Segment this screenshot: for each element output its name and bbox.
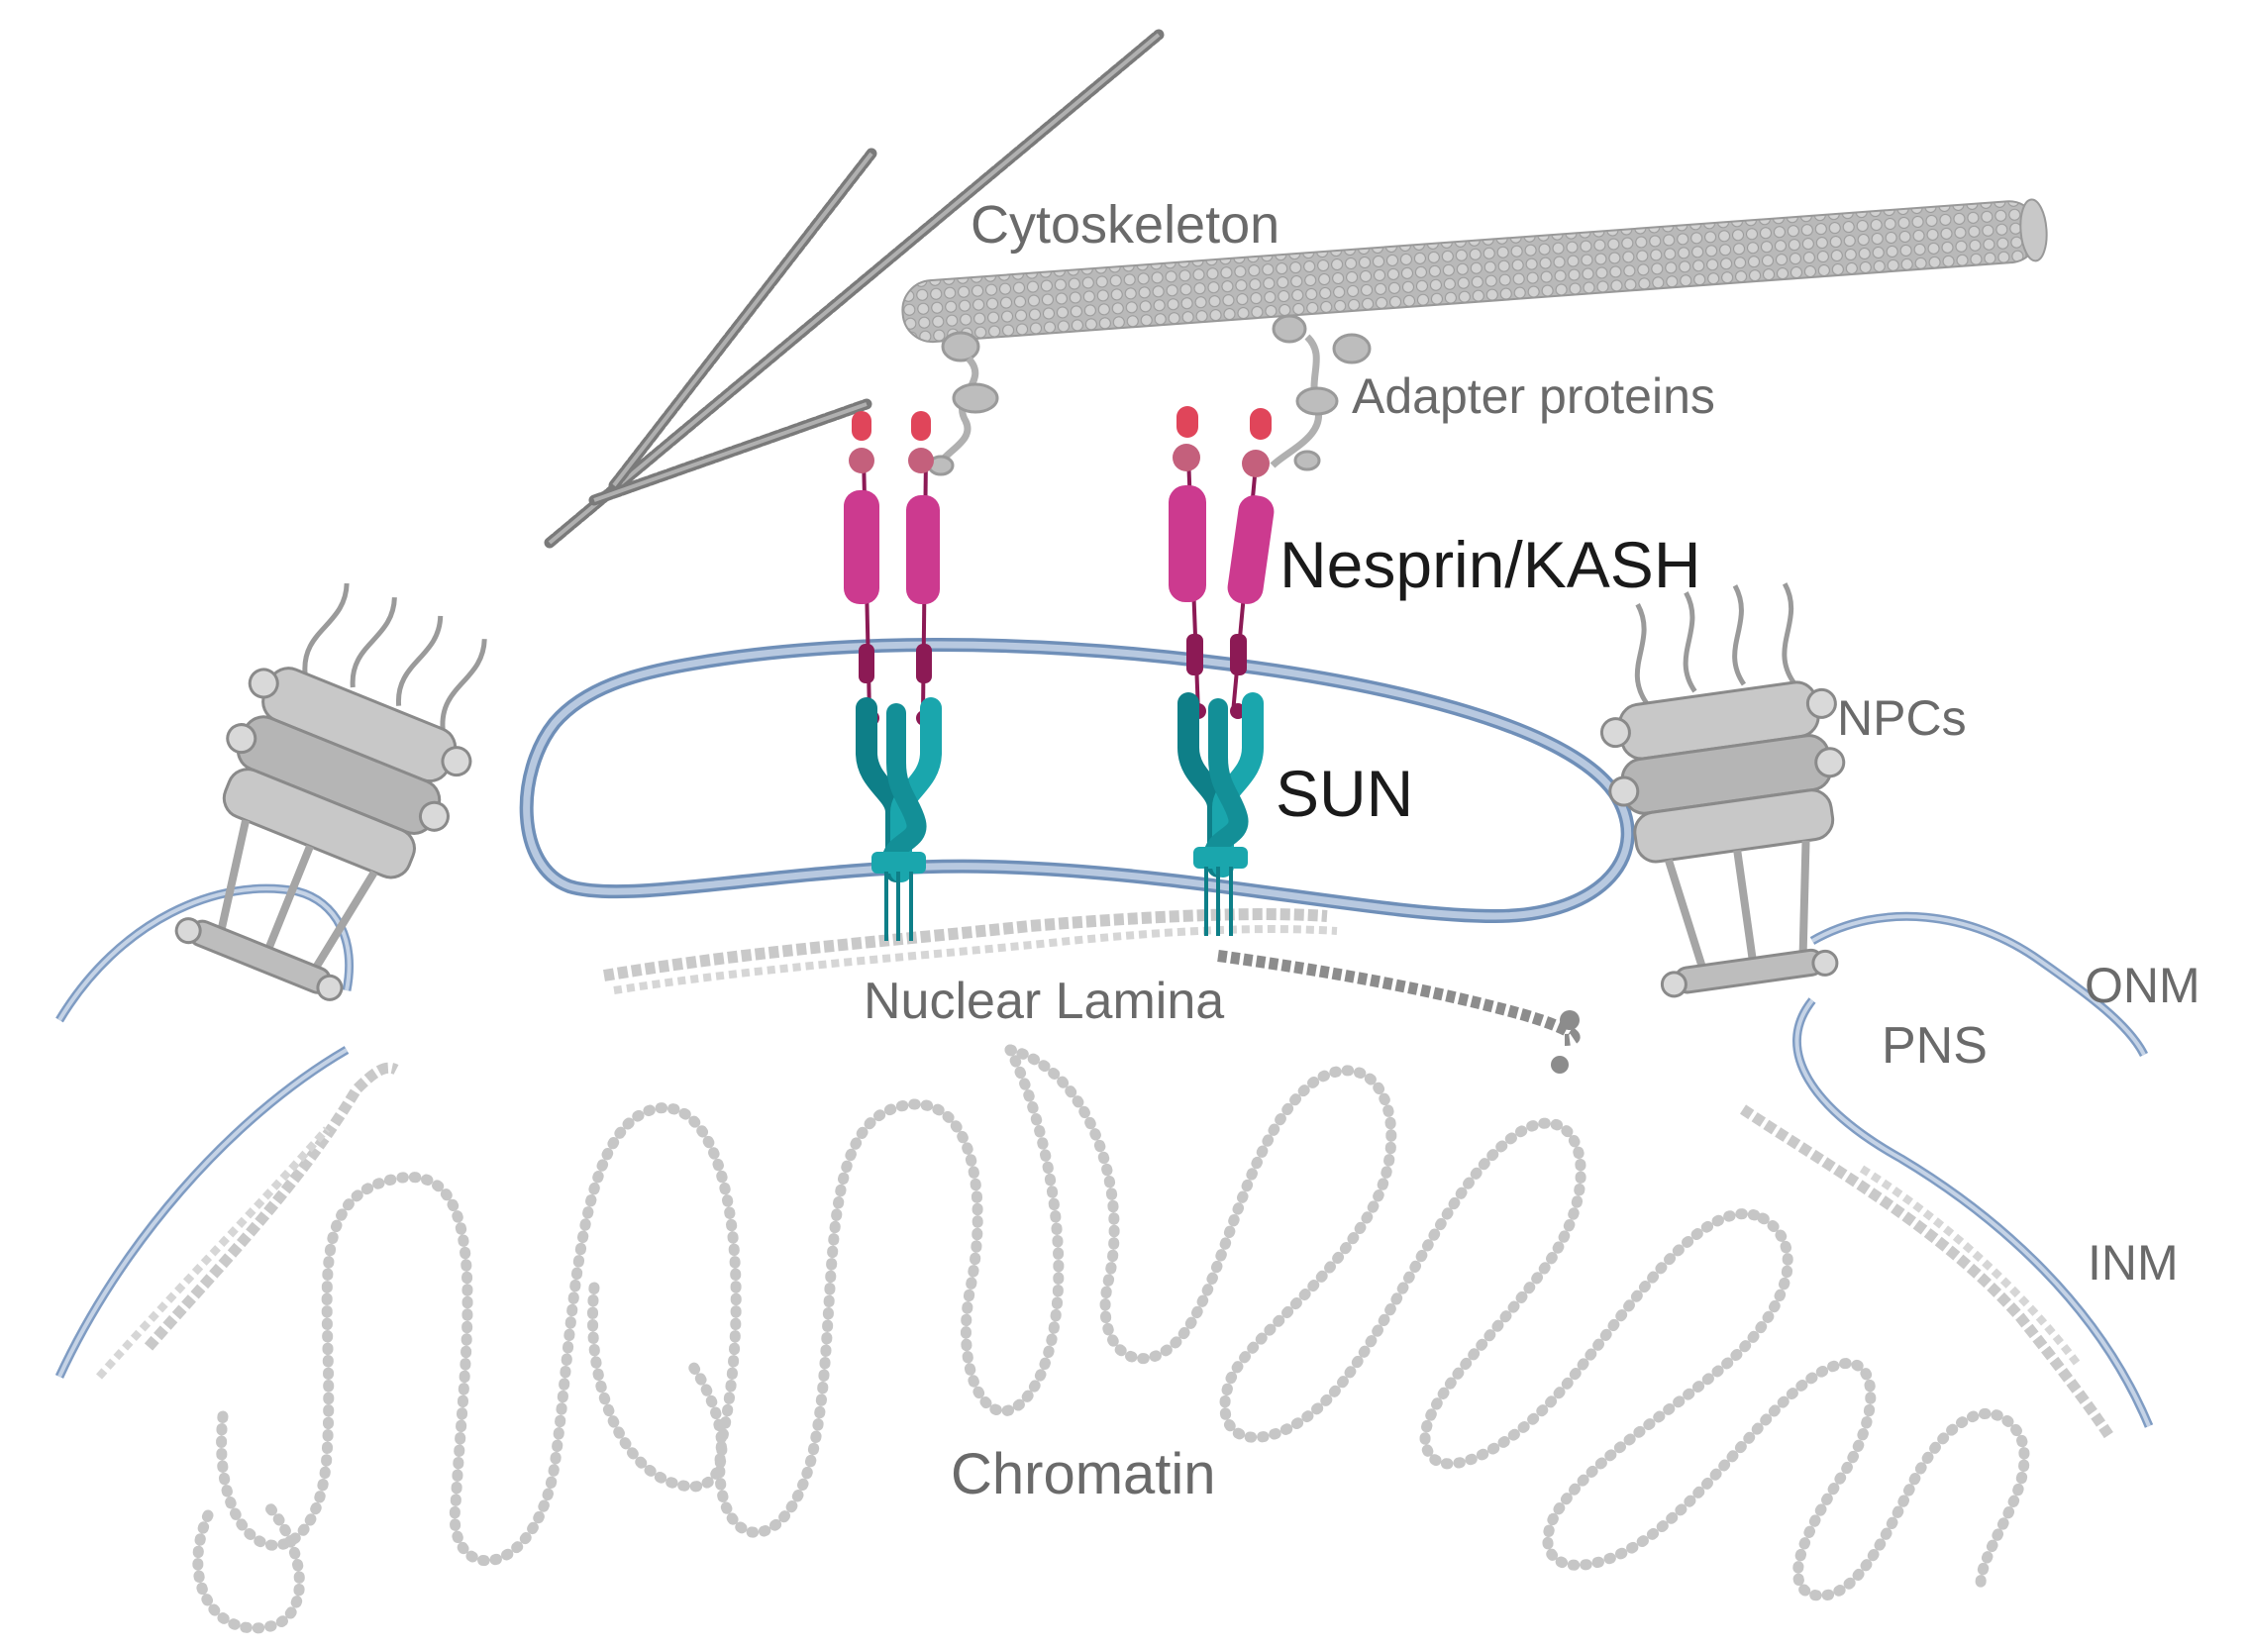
adapter-proteins-label: Adapter proteins [1352, 368, 1715, 424]
pns-label: PNS [1882, 1017, 1988, 1075]
npc-right [1599, 582, 1846, 998]
left-onm [55, 883, 355, 1023]
perinuclear-bulge-outer [519, 638, 1635, 924]
sun-proteins [856, 692, 1264, 941]
chromatin-loop-far-left [192, 1499, 305, 1634]
chromatin-loop-right [1542, 1212, 2030, 1601]
actin-filament-a-core [548, 33, 1161, 545]
chromatin [192, 1044, 2030, 1634]
nuclear-lamina [96, 908, 2114, 1440]
perinuclear-bulge-inner [523, 641, 1632, 920]
onm-label: ONM [2085, 958, 2200, 1013]
right-inm-hl [1794, 998, 2151, 1427]
adapter-protein-right [1270, 314, 1372, 471]
nesprin-4 [1227, 408, 1275, 719]
actin-filament-b-core [612, 152, 873, 487]
nesprin-kash-proteins [844, 406, 1275, 726]
sun-trimer-right [1177, 692, 1264, 936]
actin-filament-c-core [593, 402, 868, 502]
adapter-protein-left [927, 331, 999, 476]
cytoskeleton-label: Cytoskeleton [971, 195, 1280, 255]
npcs-label: NPCs [1837, 690, 1967, 746]
npc-left [174, 582, 487, 1001]
inm-label: INM [2088, 1235, 2179, 1291]
left-onm-hl [57, 886, 352, 1022]
right-onm-hl [1811, 914, 2146, 1056]
chromatin-loop-center [1004, 1044, 1769, 1470]
nesprin-1 [844, 411, 879, 726]
microtubule [901, 198, 2048, 344]
left-inm-hl [57, 1048, 349, 1378]
sun-label: SUN [1276, 757, 1414, 830]
nuclear-lamina-label: Nuclear Lamina [864, 973, 1225, 1030]
sun-trimer-left [856, 697, 942, 941]
chromatin-loop-mid [586, 1282, 728, 1493]
nesprin-3 [1169, 406, 1206, 719]
nesprin-kash-label: Nesprin/KASH [1279, 528, 1701, 601]
nesprin-2 [906, 411, 940, 726]
chromatin-loop-left [216, 1044, 1065, 1567]
cytoskeleton-structures [544, 29, 2048, 549]
chromatin-label: Chromatin [951, 1442, 1216, 1506]
left-inm [54, 1046, 350, 1379]
nuclear-envelope [54, 638, 2154, 1428]
